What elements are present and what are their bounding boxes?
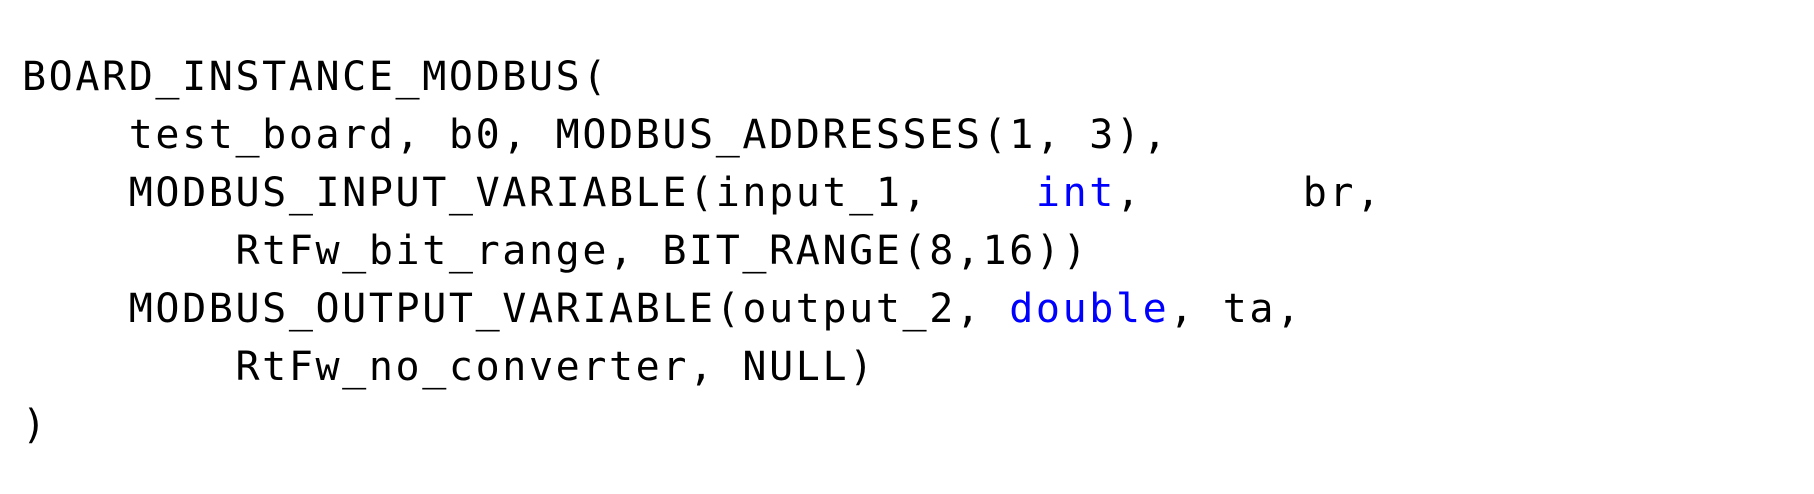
code-line-5: MODBUS_OUTPUT_VARIABLE(output_2, double,… [22,280,1383,338]
code-text-token: ) [22,402,49,448]
code-text-token: RtFw_bit_range, BIT_RANGE(8,16)) [22,228,1090,274]
code-line-4: RtFw_bit_range, BIT_RANGE(8,16)) [22,222,1383,280]
code-line-7: ) [22,396,1383,454]
code-text-token: test_board, b0, MODBUS_ADDRESSES(1, 3), [22,112,1170,158]
code-text-token: RtFw_no_converter, NULL) [22,344,876,390]
code-listing-block: BOARD_INSTANCE_MODBUS( test_board, b0, M… [22,48,1383,454]
code-text-token: MODBUS_INPUT_VARIABLE(input_1, [22,170,1036,216]
code-text-token: , br, [1115,170,1383,216]
code-line-3: MODBUS_INPUT_VARIABLE(input_1, int, br, [22,164,1383,222]
code-text-token: MODBUS_OUTPUT_VARIABLE(output_2, [22,286,1010,332]
code-line-6: RtFw_no_converter, NULL) [22,338,1383,396]
code-text-token: BOARD_INSTANCE_MODBUS( [22,54,610,100]
code-keyword-token: int [1035,170,1116,216]
code-line-2: test_board, b0, MODBUS_ADDRESSES(1, 3), [22,106,1383,164]
code-keyword-token: double [1009,286,1170,332]
code-line-1: BOARD_INSTANCE_MODBUS( [22,48,1383,106]
code-text-token: , ta, [1169,286,1303,332]
